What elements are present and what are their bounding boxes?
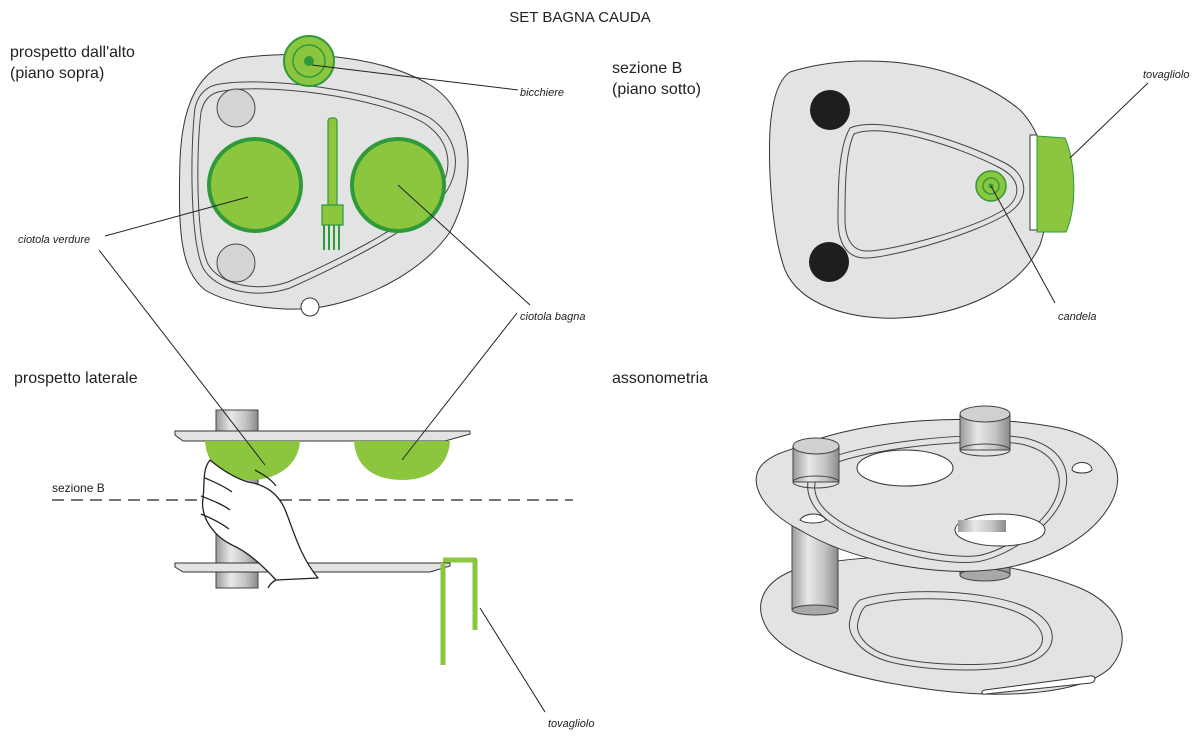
side-view: prospetto laterale sezione B tovagliolo — [14, 249, 594, 730]
tovagliolo-top-label: tovagliolo — [1143, 69, 1189, 81]
ciotola-bagna-label: ciotola bagna — [520, 311, 585, 323]
grey-rest-upper — [216, 88, 256, 128]
axo-glass-post-left-bottom — [792, 475, 840, 489]
lower-tray — [769, 60, 1049, 319]
side-bowl-right — [354, 441, 450, 480]
axo-upper-notch — [1071, 462, 1093, 474]
axo-cylinder-front-base — [791, 604, 839, 616]
candela-leader — [990, 185, 1056, 304]
ciotola-bagna-leader — [397, 184, 531, 306]
napkin-holder — [1029, 134, 1038, 231]
ciotola-verdure-leader — [104, 196, 249, 237]
axo-front-notch — [799, 513, 827, 524]
upper-tray-rim — [191, 81, 456, 294]
side-napkin — [440, 557, 478, 665]
axo-view-title: assonometria — [612, 370, 708, 387]
tovagliolo-napkin-top — [1036, 135, 1075, 233]
section-view-subtitle: (piano sotto) — [612, 81, 701, 98]
ciotola-verdure-label: ciotola verdure — [18, 234, 90, 246]
bicchiere-glass — [283, 35, 335, 87]
hand-illustration — [200, 459, 319, 589]
tovagliolo-top-leader — [1069, 82, 1149, 159]
axo-slot — [981, 675, 1096, 695]
candela-label: candela — [1058, 311, 1097, 323]
tray-notch — [300, 297, 320, 317]
ciotola-verdure-leader-side — [98, 249, 266, 466]
side-upper-tray — [174, 430, 471, 442]
ciotola-verdure-bowl — [207, 137, 303, 233]
section-view-title: sezione B — [612, 60, 682, 77]
top-view-subtitle: (piano sopra) — [10, 65, 104, 82]
section-view: sezione B (piano sotto) tovagliolo cande… — [612, 60, 1189, 323]
grey-rest-lower — [216, 243, 256, 283]
tovagliolo-side-label: tovagliolo — [548, 718, 594, 730]
fork-icon — [321, 117, 344, 250]
axo-glass-post-right-top — [959, 405, 1011, 423]
tovagliolo-side-leader — [479, 607, 546, 713]
side-view-title: prospetto laterale — [14, 370, 138, 387]
section-cut-label: sezione B — [52, 481, 105, 495]
axonometric-view: assonometria — [612, 370, 1123, 695]
side-bowl-left — [205, 441, 300, 480]
axo-lower-rim-inner — [857, 598, 1043, 665]
ciotola-bagna-leader-side — [401, 312, 518, 461]
lower-tray-rim-inner — [844, 130, 1018, 252]
sheet-title: SET BAGNA CAUDA — [509, 9, 650, 26]
bicchiere-label: bicchiere — [520, 87, 564, 99]
axo-glass-post-left-top — [792, 437, 840, 455]
leg-bottom — [809, 242, 849, 282]
axo-bowl-hole-rear — [856, 449, 954, 487]
upper-tray-rim-inner — [197, 88, 449, 288]
lower-tray-rim — [837, 124, 1025, 259]
bicchiere-leader — [311, 64, 519, 91]
axo-glass-post-right-bottom — [959, 443, 1011, 457]
side-lower-tray — [174, 562, 451, 573]
top-view-title: prospetto dall'alto — [10, 44, 135, 61]
leg-top — [810, 90, 850, 130]
axo-lower-rim — [848, 591, 1053, 671]
axo-bowl-hole-front-pole — [958, 520, 1006, 532]
top-view: prospetto dall'alto (piano sopra) bicchi… — [10, 35, 585, 323]
